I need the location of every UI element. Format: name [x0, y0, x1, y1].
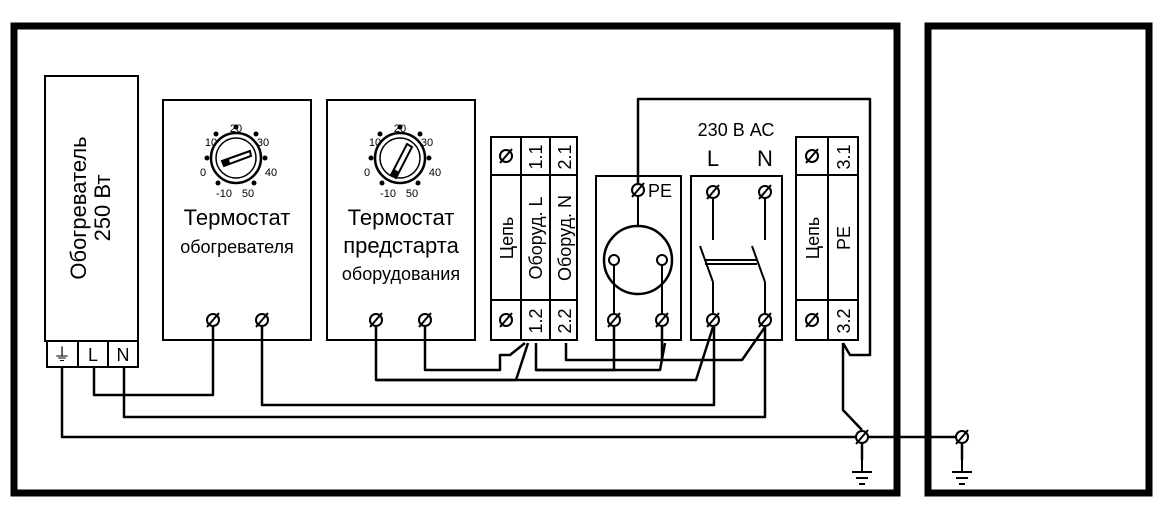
heater-terminal-strip	[46, 340, 139, 368]
heater-title-line1: Обогреватель	[66, 136, 91, 279]
thermostat-prestart-name-2: предстарта	[343, 233, 459, 258]
ground-icon: ⏚	[53, 345, 71, 365]
power-input-switch: 230 В АС L N	[690, 120, 783, 341]
circuit-label: Цепь	[497, 217, 517, 259]
power-n-label: N	[757, 146, 773, 171]
dial-label-0: 0	[200, 167, 206, 179]
screw-terminal-icon	[499, 148, 513, 164]
power-input-label: 230 В АС	[698, 120, 775, 140]
thermostat-heater: 20 10 30 0 40 -10 50 Термостат обогреват…	[162, 99, 312, 341]
power-l-label: L	[707, 146, 719, 171]
thermostat-heater-name-1: Термостат	[184, 205, 291, 230]
screw-terminal-icon	[255, 312, 269, 328]
screw-terminal-icon	[369, 312, 383, 328]
heater: Обогреватель 250 Вт ⏚ L N	[44, 75, 139, 368]
switch-icon	[699, 199, 766, 313]
dial-label-10: 10	[369, 137, 381, 149]
screw-terminal-icon	[418, 312, 432, 328]
main-enclosure	[10, 22, 901, 497]
screw-terminal-icon	[499, 312, 513, 328]
dial-label-0: 0	[364, 167, 370, 179]
terminal-number: 1.2	[526, 308, 546, 333]
ground-icon	[951, 457, 973, 485]
socket: PE	[595, 175, 682, 341]
screw-terminal-icon	[607, 312, 621, 328]
heater-terminal-n: N	[117, 345, 130, 365]
screw-terminal-icon	[706, 184, 720, 200]
terminal-number: 1.1	[526, 144, 546, 169]
dial-label-20: 20	[394, 123, 406, 135]
screw-terminal-icon	[805, 148, 819, 164]
terminal-block-2: Цепь PE 3.1 3.2	[795, 136, 859, 341]
screw-terminal-icon	[631, 182, 645, 198]
screw-terminal-icon	[758, 184, 772, 200]
dial-label-40: 40	[429, 167, 441, 179]
screw-terminal-icon	[955, 429, 969, 445]
circuit-label: Цепь	[803, 217, 823, 259]
heater-title-line2: 250 Вт	[90, 175, 115, 242]
screw-terminal-icon	[758, 312, 772, 328]
screw-terminal-icon	[206, 312, 220, 328]
wiring	[60, 97, 964, 460]
terminal-number: 2.2	[555, 308, 575, 333]
screw-terminal-icon	[855, 429, 869, 445]
screw-terminal-icon	[805, 312, 819, 328]
dial-label-50: 50	[406, 188, 418, 200]
dial-label-10: 10	[205, 137, 217, 149]
pe-label: PE	[834, 226, 854, 250]
dial-label-minus10: -10	[380, 188, 396, 200]
equipment-n-label: Оборуд. N	[555, 195, 575, 281]
dial-icon	[204, 124, 268, 186]
terminal-block-1: Цепь Оборуд. L Оборуд. N 1.1 2.1 1.2 2.2	[490, 136, 578, 341]
screw-terminal-icon	[655, 312, 669, 328]
dial-label-50: 50	[242, 188, 254, 200]
terminal-number: 2.1	[555, 144, 575, 169]
dial-icon	[368, 124, 432, 186]
external-enclosure	[924, 22, 1153, 497]
thermostat-prestart: 20 10 30 0 40 -10 50 Термостат предстарт…	[326, 99, 476, 341]
dial-label-minus10: -10	[216, 188, 232, 200]
terminal-number: 3.1	[834, 144, 854, 169]
thermostat-heater-name-2: обогревателя	[180, 237, 294, 257]
dial-label-30: 30	[421, 137, 433, 149]
ground-icon	[851, 457, 873, 485]
dial-label-20: 20	[230, 123, 242, 135]
socket-pe-label: PE	[648, 181, 672, 201]
thermostat-prestart-name-1: Термостат	[348, 205, 455, 230]
dial-label-30: 30	[257, 137, 269, 149]
thermostat-prestart-name-3: оборудования	[342, 264, 460, 284]
terminal-number: 3.2	[834, 308, 854, 333]
screw-terminal-icon	[706, 312, 720, 328]
dial-label-40: 40	[265, 167, 277, 179]
equipment-l-label: Оборуд. L	[526, 196, 546, 279]
heater-terminal-l: L	[88, 345, 98, 365]
